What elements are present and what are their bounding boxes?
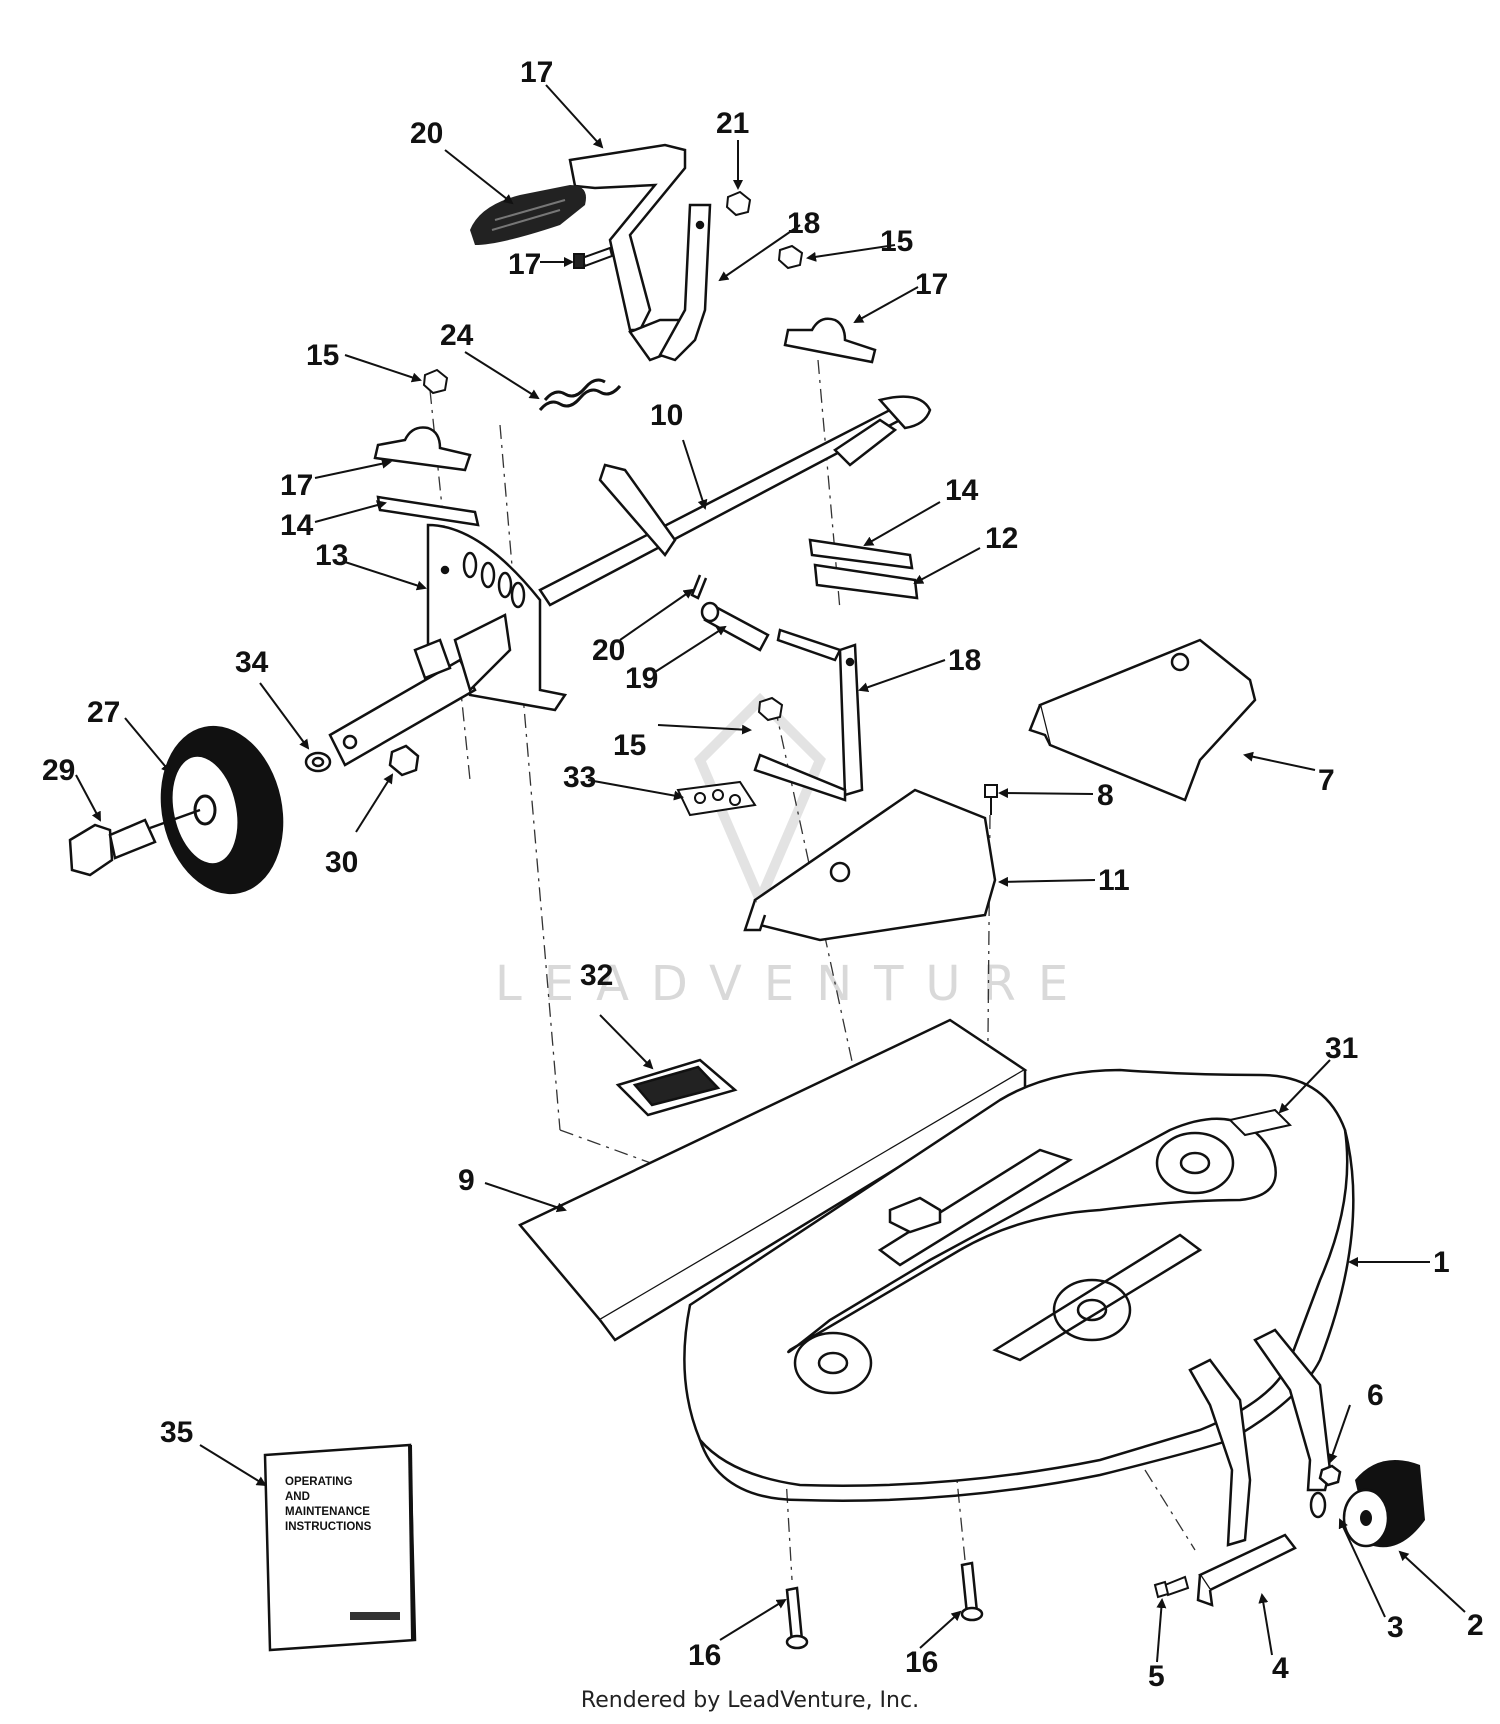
- plate-12-right: [813, 563, 919, 600]
- callout-c34: 34: [235, 646, 269, 679]
- callout-c1: 1: [1433, 1246, 1450, 1279]
- strap-17-right: [783, 317, 877, 364]
- roller-2: [1342, 1460, 1425, 1548]
- callout-c24: 24: [440, 319, 474, 352]
- callout-15-right: 15: [880, 225, 913, 258]
- wheel-arm: [328, 613, 512, 767]
- discharge-shield-7: [1028, 638, 1257, 802]
- bolt-8: [984, 784, 998, 815]
- bolt-16-left: [785, 1586, 809, 1650]
- manual-line-4: INSTRUCTIONS: [285, 1521, 372, 1533]
- callout-c17b: 17: [915, 268, 948, 301]
- axle-bolt: [68, 808, 201, 877]
- callout-c16a: 16: [688, 1639, 721, 1672]
- callout-c13: 13: [315, 539, 348, 572]
- callout-c29: 29: [42, 754, 75, 787]
- callout-c16b: 16: [905, 1646, 938, 1679]
- callout-c35: 35: [160, 1416, 193, 1449]
- cotter-pin-20: [690, 574, 708, 600]
- callout-c20: 20: [592, 634, 625, 667]
- operators-manual: OPERATING AND MAINTENANCE INSTRUCTIONS: [263, 1443, 417, 1652]
- watermark-text: LEADVENTURE: [495, 956, 1090, 1012]
- callout-labels: 17 20 21 18 17 15: [42, 56, 1484, 1693]
- decal-32: [615, 1058, 738, 1117]
- manual-line-2: AND: [285, 1491, 310, 1503]
- watermark: LEADVENTURE: [495, 692, 1090, 1012]
- pin-4: [1196, 1533, 1297, 1607]
- callout-c31: 31: [1325, 1032, 1358, 1065]
- callout-23: 18: [787, 207, 820, 240]
- callout-c4: 4: [1272, 1652, 1289, 1685]
- callout-c12: 12: [985, 522, 1018, 555]
- roller-brackets: [1188, 1328, 1332, 1547]
- callout-c32: 32: [580, 959, 613, 992]
- pedal-pad: [470, 185, 586, 245]
- spacer-tube-19: [700, 601, 770, 652]
- callout-26: 21: [716, 107, 749, 140]
- footer-credit: Rendered by LeadVenture, Inc.: [580, 1688, 920, 1713]
- mandrel-cover-11: [743, 788, 997, 942]
- decal-31: [1228, 1108, 1292, 1137]
- gauge-wheel: [160, 725, 284, 895]
- decal-33: [676, 780, 757, 817]
- callout-22: 17: [508, 248, 541, 281]
- callout-c8: 8: [1097, 779, 1114, 812]
- callout-25: 20: [410, 117, 443, 150]
- strap-17-left: [373, 426, 472, 472]
- callout-arrows: [75, 84, 1466, 1663]
- callout-c14a: 14: [280, 509, 314, 542]
- callout-c6: 6: [1367, 1379, 1384, 1412]
- nut-15-right: [777, 244, 804, 270]
- callout-c11: 11: [1098, 864, 1130, 897]
- bolt-22: [573, 246, 614, 269]
- callout-c10: 10: [650, 399, 683, 432]
- nut-15-mid: [757, 696, 784, 722]
- manual-line-3: MAINTENANCE: [285, 1506, 370, 1518]
- manual-line-1: OPERATING: [285, 1476, 353, 1488]
- bolt-5: [1153, 1575, 1190, 1599]
- cross-shaft: [538, 395, 932, 607]
- callout-c27: 27: [87, 696, 120, 729]
- callout-c5: 5: [1148, 1660, 1165, 1693]
- callout-c3: 3: [1387, 1611, 1404, 1644]
- nut-15-left: [422, 368, 449, 395]
- washer-34: [304, 751, 332, 773]
- plate-14-left: [376, 495, 480, 527]
- nut-26: [725, 190, 752, 217]
- bolt-16-right: [960, 1561, 984, 1622]
- callout-c9: 9: [458, 1164, 475, 1197]
- callout-c19: 19: [625, 662, 658, 695]
- nut-30: [388, 744, 420, 777]
- callout-c30: 30: [325, 846, 358, 879]
- callout-c14b: 14: [945, 474, 979, 507]
- callout-c15c: 15: [613, 729, 646, 762]
- plate-14-right: [808, 538, 914, 570]
- bolt-6: [1318, 1464, 1342, 1487]
- spring-24: [538, 378, 622, 411]
- deck-bracket: [888, 1196, 942, 1234]
- pedal-bracket: [658, 203, 712, 362]
- callout-c17a: 17: [280, 469, 313, 502]
- callout-c15a: 15: [306, 339, 339, 372]
- callout-c18: 18: [948, 644, 981, 677]
- bracket-18: [753, 628, 864, 802]
- callout-c2: 2: [1467, 1609, 1484, 1642]
- callout-21: 17: [520, 56, 553, 89]
- mower-deck-1: [683, 1068, 1355, 1502]
- baffle-9: [518, 1018, 1028, 1342]
- washer-3: [1309, 1491, 1327, 1519]
- callout-c33: 33: [563, 761, 596, 794]
- callout-c7: 7: [1318, 764, 1335, 797]
